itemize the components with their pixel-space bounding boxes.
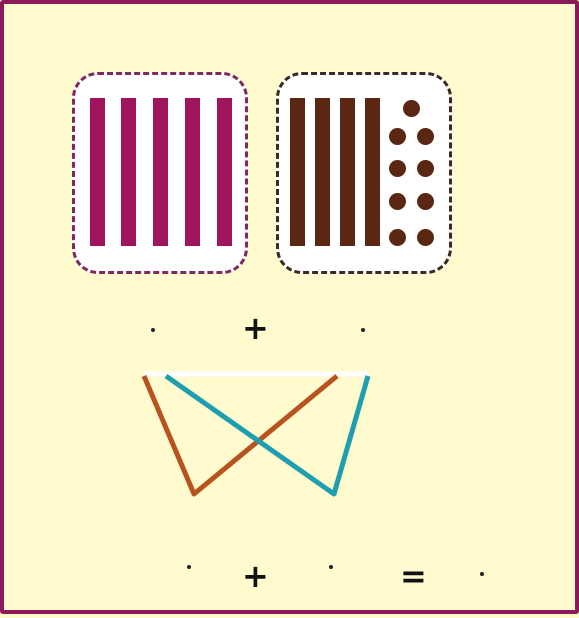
- blank-dot: [329, 565, 333, 569]
- equals-sign: =: [400, 560, 427, 592]
- blank-dot: [480, 572, 484, 576]
- plus-sign: +: [242, 560, 269, 592]
- blank-dot: [187, 565, 191, 569]
- crossing-lines: [4, 4, 579, 618]
